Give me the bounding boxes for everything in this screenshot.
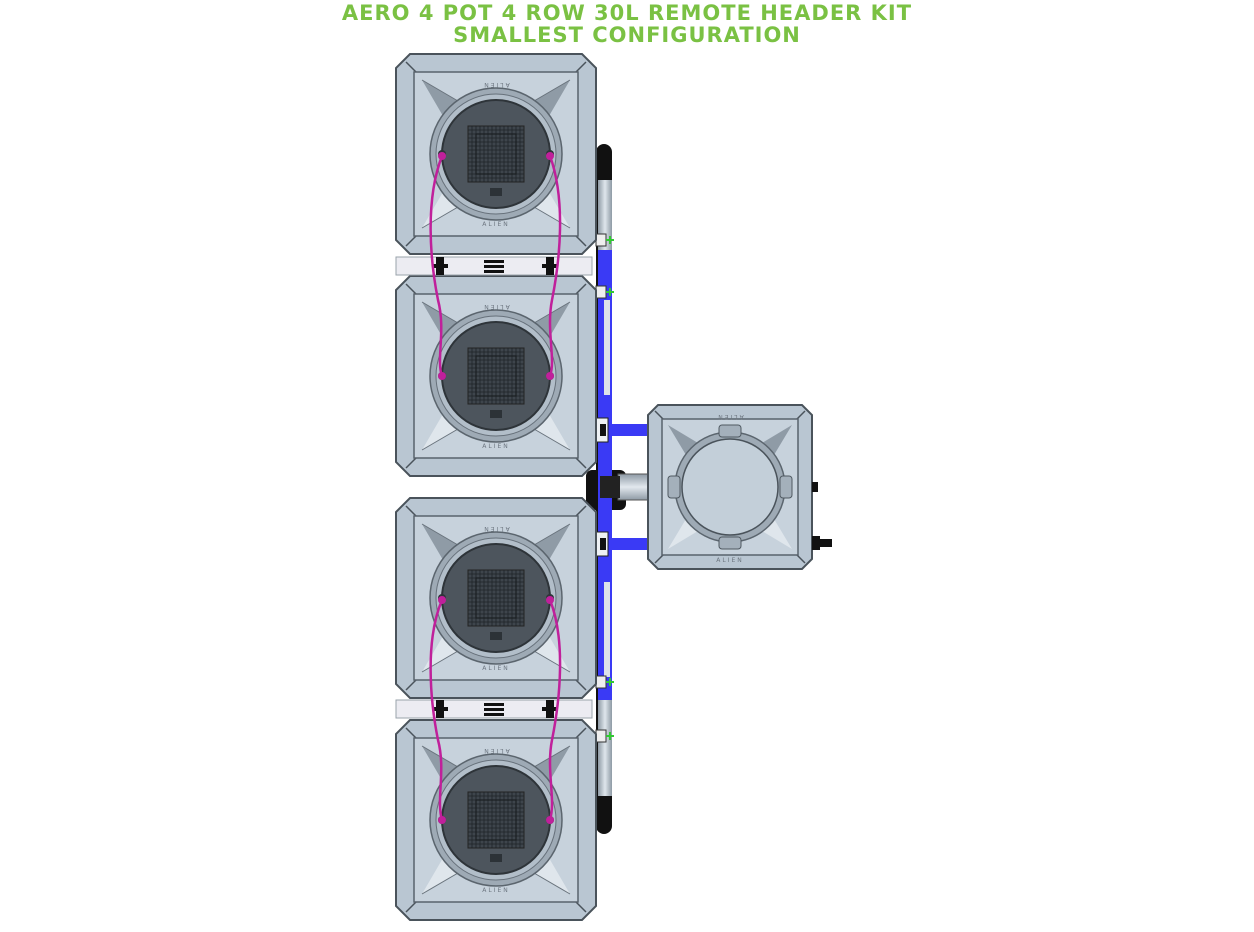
- header-tank: [647, 404, 813, 570]
- tank-feed-pipes: [595, 417, 653, 557]
- pot-1: [395, 53, 597, 255]
- tube-top-right: [548, 155, 562, 377]
- tubing-ends: [438, 152, 554, 824]
- supply-pipe: [598, 180, 612, 796]
- tank-outlet: [812, 482, 832, 550]
- connector-2: [595, 285, 614, 299]
- tube-bottom-left: [429, 599, 444, 821]
- diagram-title: AERO 4 POT 4 ROW 30L REMOTE HEADER KIT S…: [0, 2, 1254, 46]
- interconnect-strip-1: [395, 256, 593, 276]
- interconnect-strip-2: [395, 699, 593, 719]
- tubing-loops: [429, 155, 562, 821]
- title-line-2: SMALLEST CONFIGURATION: [453, 23, 801, 47]
- connector-fittings: [595, 233, 614, 743]
- tube-top-left: [429, 155, 444, 377]
- pot-3: [395, 497, 597, 699]
- tube-bottom-right: [548, 599, 562, 821]
- pot-2: [395, 275, 597, 477]
- title-line-1: AERO 4 POT 4 ROW 30L REMOTE HEADER KIT: [341, 1, 913, 25]
- connector-1: [595, 233, 614, 247]
- pot-4: [395, 719, 597, 921]
